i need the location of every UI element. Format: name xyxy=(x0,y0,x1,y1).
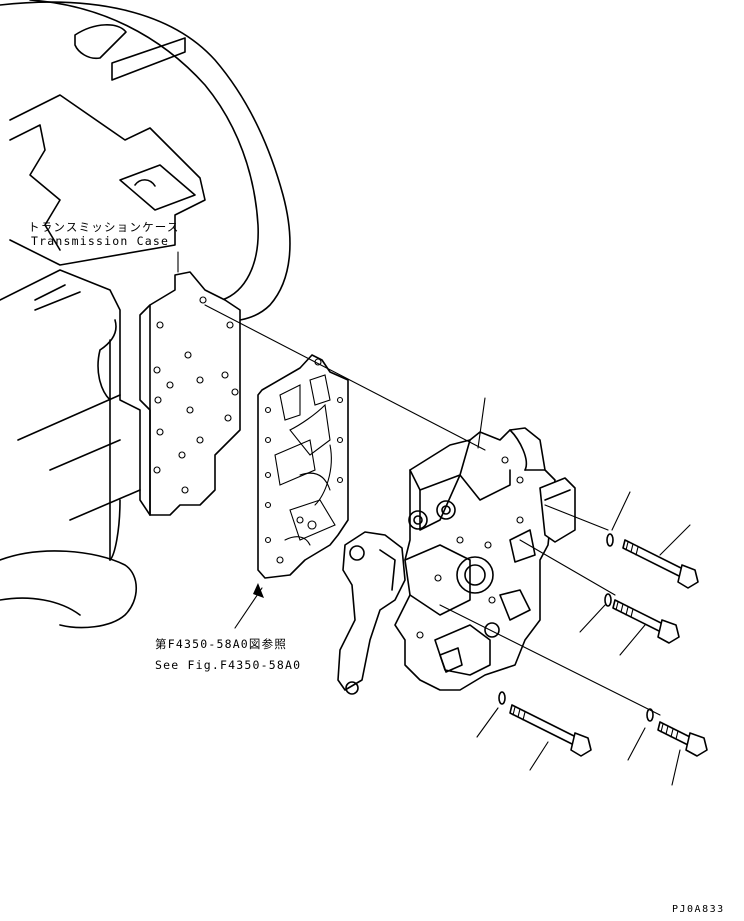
ref-label-jp: 第F4350-58A0図参照 xyxy=(155,637,288,651)
washer-2 xyxy=(604,593,612,607)
transmission-case xyxy=(0,0,291,629)
bolt-3 xyxy=(509,704,592,757)
bolts xyxy=(509,539,708,757)
case-bolt-holes xyxy=(153,296,239,494)
ref-arrow-head xyxy=(253,583,264,598)
valve-body xyxy=(337,427,576,695)
plate-passages xyxy=(264,358,344,564)
bolt-2 xyxy=(612,599,680,644)
drawing-code: PJ0A833 xyxy=(672,904,725,915)
bolt-4 xyxy=(657,721,708,757)
washer-4 xyxy=(646,708,654,722)
bolt-1 xyxy=(622,539,699,589)
washers xyxy=(498,533,654,722)
washer-3 xyxy=(498,691,506,705)
washer-1 xyxy=(606,533,614,547)
case-label-en: Transmission Case xyxy=(31,234,170,248)
leader-lines xyxy=(177,251,691,786)
alignment-lines xyxy=(204,304,661,716)
case-label-jp: トランスミッションケース xyxy=(28,220,180,234)
ref-label-en: See Fig.F4350-58A0 xyxy=(155,658,302,672)
separator-plate xyxy=(257,354,349,579)
